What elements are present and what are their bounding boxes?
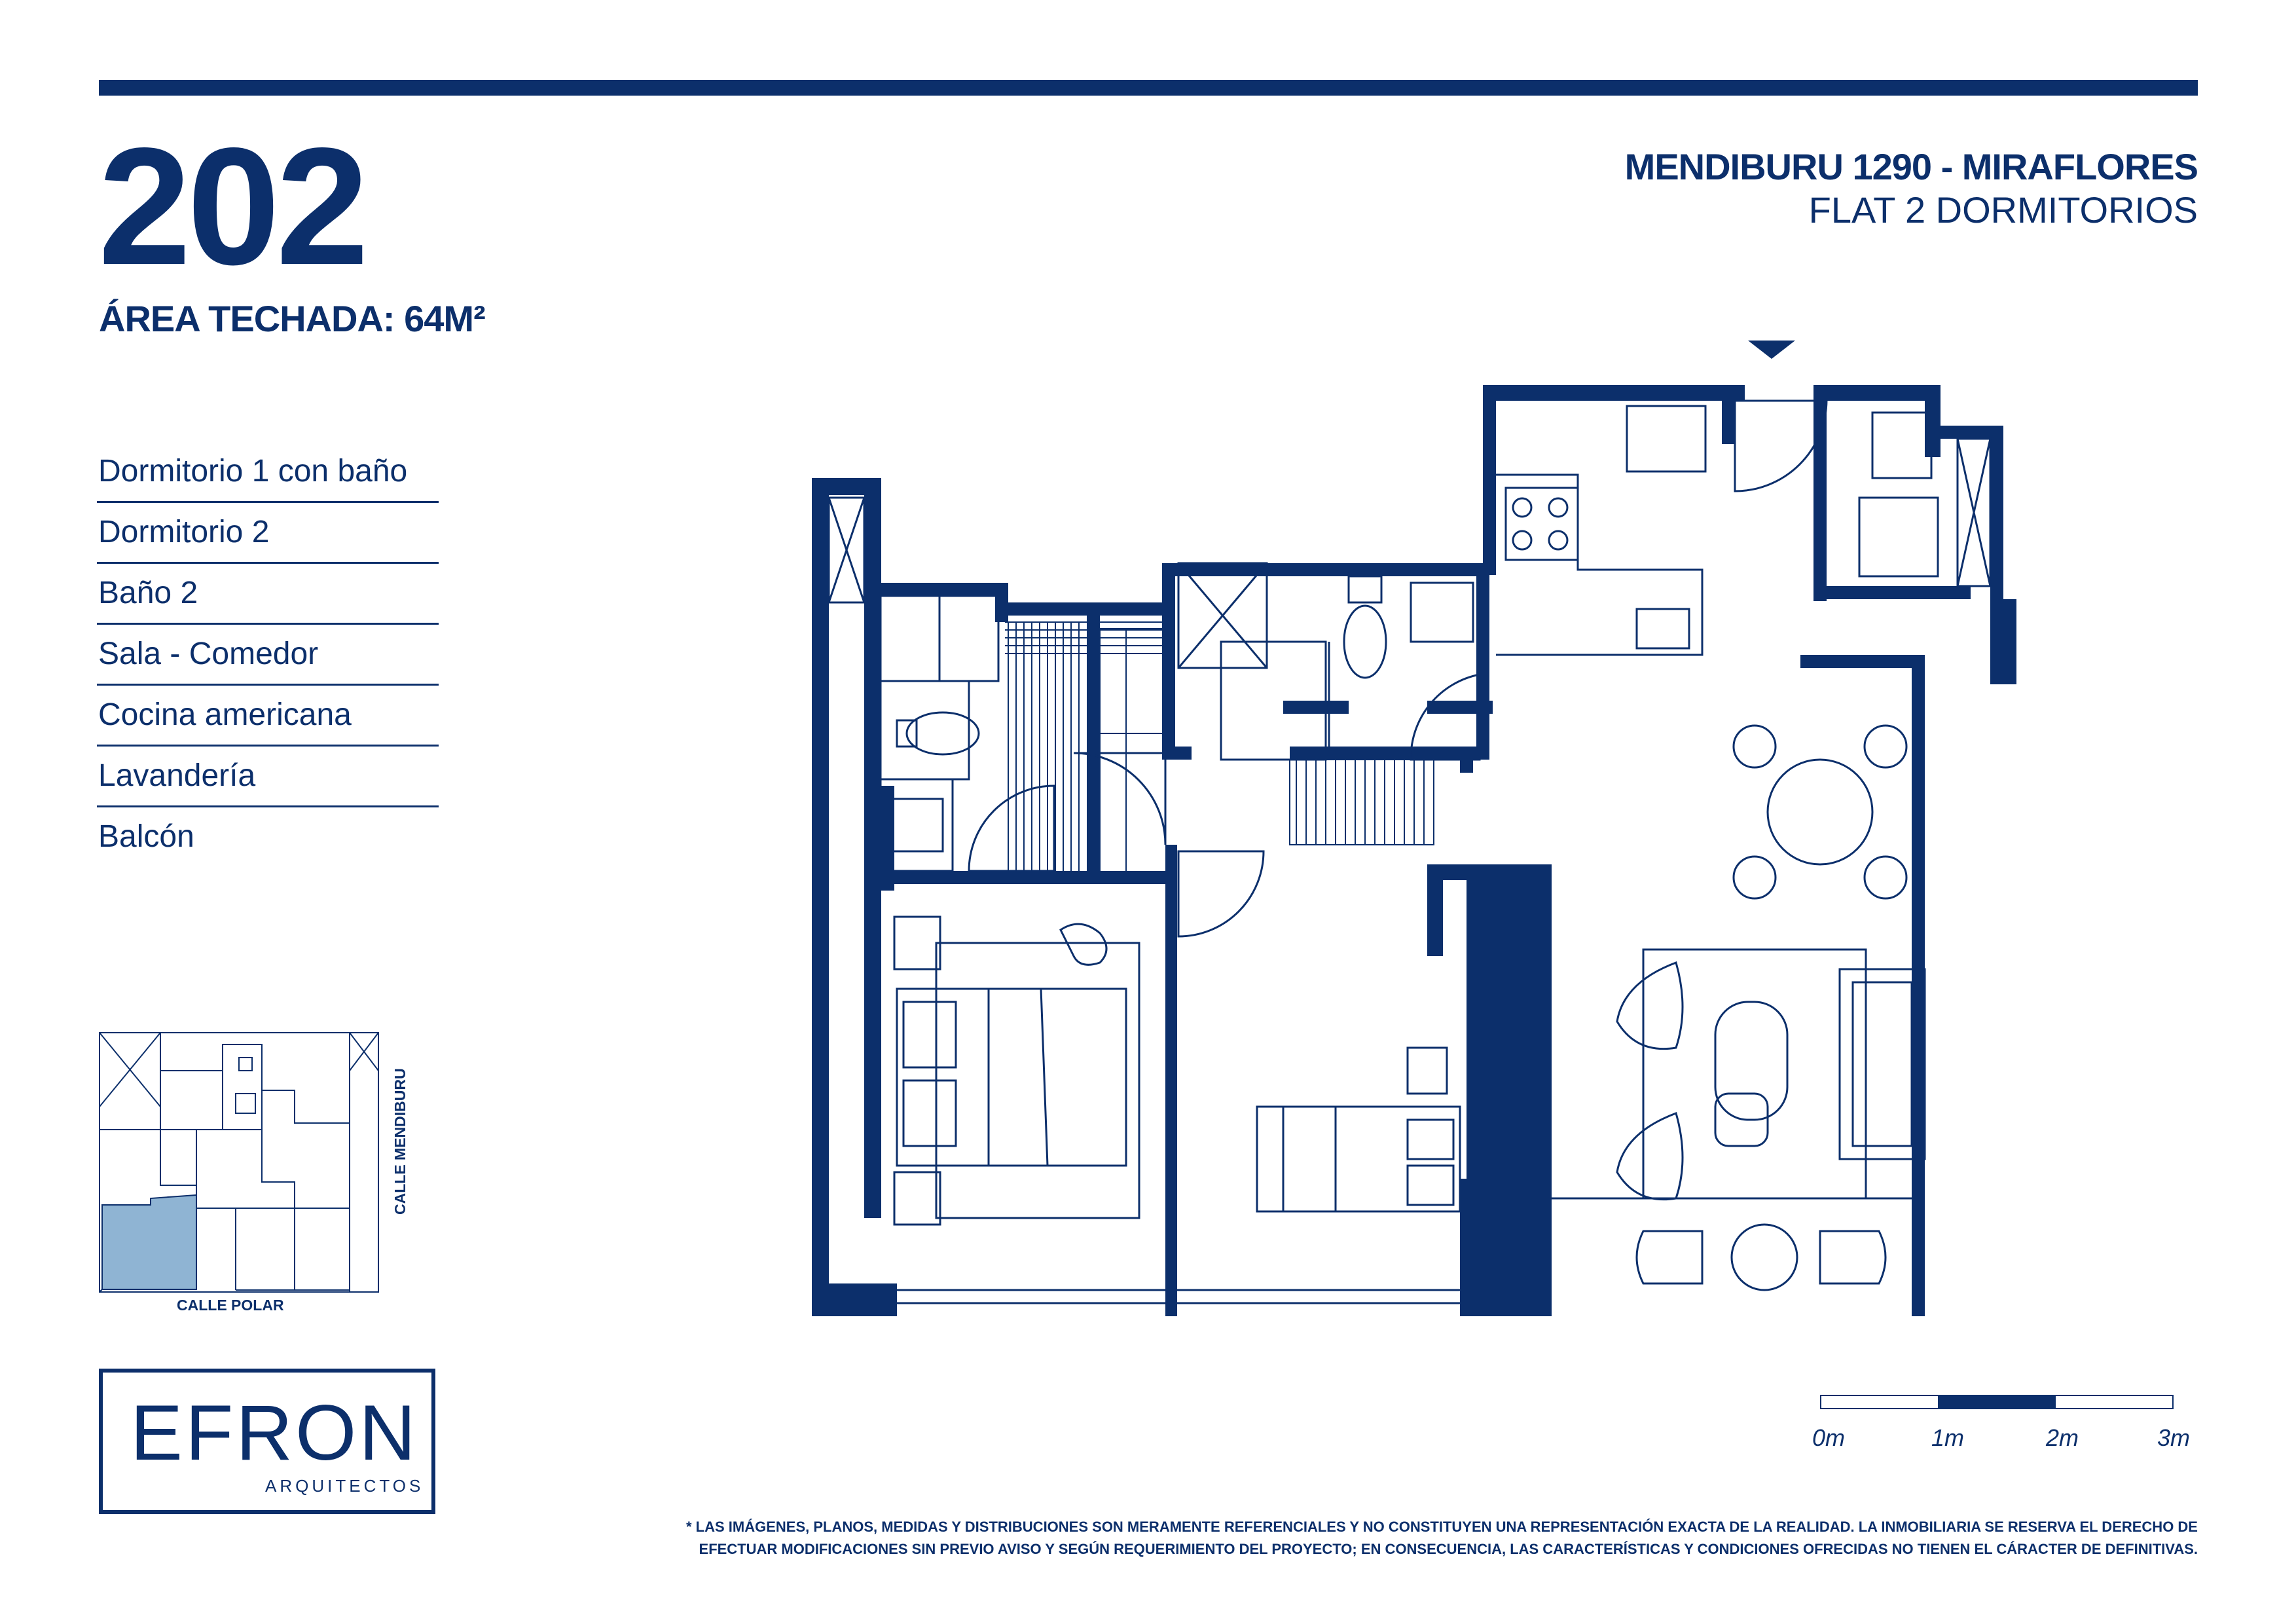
room-item: Dormitorio 2 xyxy=(97,503,439,564)
location-map xyxy=(99,1032,379,1293)
rug-icon xyxy=(935,942,1140,1219)
disclaimer-line: EFECTUAR MODIFICACIONES SIN PREVIO AVISO… xyxy=(699,1541,2198,1557)
cat-icon xyxy=(1059,923,1108,966)
armchair-icon xyxy=(1616,1112,1684,1201)
balcony-table-icon xyxy=(1730,1223,1798,1291)
street-label-bottom: CALLE POLAR xyxy=(177,1297,284,1314)
room-item: Cocina americana xyxy=(97,686,439,747)
top-rule xyxy=(99,80,2198,96)
balcony-chair-icon xyxy=(1819,1230,1887,1285)
area-label: ÁREA TECHADA: 64M² xyxy=(99,298,486,339)
door-swing-icon xyxy=(1410,673,1481,761)
street-label-right: CALLE MENDIBURU xyxy=(392,1068,409,1215)
dryer-icon xyxy=(1858,496,1939,578)
scale-label: 0m xyxy=(1812,1424,1846,1451)
room-item: Dormitorio 1 con baño xyxy=(97,442,439,503)
logo-subtitle: ARQUITECTOS xyxy=(265,1476,424,1496)
scale-bar xyxy=(1820,1395,2174,1409)
unit-highlight-icon xyxy=(101,1194,197,1290)
efron-logo: EFRON ARQUITECTOS xyxy=(99,1369,435,1514)
logo-name: EFRON xyxy=(130,1389,418,1477)
project-subtitle: FLAT 2 DORMITORIOS xyxy=(1808,189,2198,231)
room-item: Baño 2 xyxy=(97,564,439,625)
sofa-icon xyxy=(1838,968,1926,1160)
door-swing-icon xyxy=(1177,850,1265,938)
dining-table-icon xyxy=(1766,758,1874,866)
scale-label: 2m xyxy=(2046,1424,2079,1451)
nightstand-icon xyxy=(1406,1046,1448,1095)
room-item: Lavandería xyxy=(97,747,439,807)
disclaimer-line: * LAS IMÁGENES, PLANOS, MEDIDAS Y DISTRI… xyxy=(685,1519,2198,1535)
room-item: Sala - Comedor xyxy=(97,625,439,686)
coffee-table-icon xyxy=(1714,1001,1789,1121)
room-list: Dormitorio 1 con baño Dormitorio 2 Baño … xyxy=(97,442,439,868)
door-swing-icon xyxy=(1734,399,1828,492)
project-title: MENDIBURU 1290 - MIRAFLORES xyxy=(1624,146,2198,187)
scale-label: 3m xyxy=(2157,1424,2191,1451)
bed-icon xyxy=(896,987,1127,1167)
door-swing-icon xyxy=(1073,752,1167,845)
washer-icon xyxy=(1871,411,1933,479)
sink-icon xyxy=(1410,581,1474,643)
fridge-icon xyxy=(1626,405,1707,473)
toilet-icon xyxy=(1343,604,1387,679)
scale-label: 1m xyxy=(1931,1424,1965,1451)
armchair-icon xyxy=(1616,961,1684,1050)
door-swing-icon xyxy=(968,784,1055,872)
balcony-chair-icon xyxy=(1635,1230,1704,1285)
toilet-icon xyxy=(905,711,980,756)
floor-plan xyxy=(812,341,2016,1316)
rug-icon xyxy=(1642,948,1867,1200)
stove-icon xyxy=(1504,487,1579,561)
room-item: Balcón xyxy=(98,819,194,854)
sink-icon xyxy=(889,798,944,853)
disclaimer: * LAS IMÁGENES, PLANOS, MEDIDAS Y DISTRI… xyxy=(496,1516,2198,1560)
kitchen-sink-icon xyxy=(1635,608,1690,650)
closet-hatch-icon xyxy=(1005,621,1434,871)
entrance-arrow-icon xyxy=(1748,341,1795,359)
bed-icon xyxy=(1256,1105,1461,1213)
unit-number: 202 xyxy=(98,113,369,300)
